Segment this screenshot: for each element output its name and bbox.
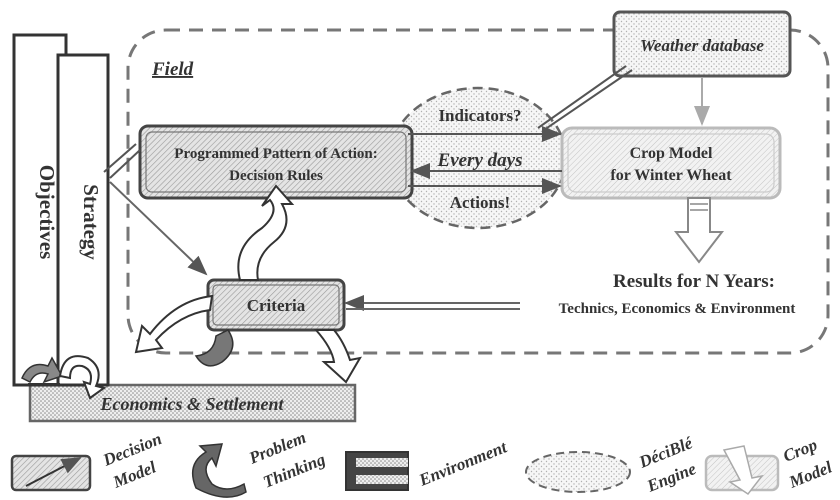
legend-environment-label: Environment <box>415 437 510 490</box>
feedback-circular-arrows <box>21 355 107 400</box>
legend-decision-model-line1: Decision <box>99 429 164 470</box>
criteria-label: Criteria <box>247 296 306 315</box>
results-down-arrow <box>673 197 725 264</box>
weather-database-box <box>612 10 792 78</box>
results-subtitle: Technics, Economics & Environment <box>559 301 796 317</box>
field-boundary <box>126 28 830 355</box>
connector-arrows <box>103 65 710 311</box>
problem-thinking-arrows <box>134 184 362 384</box>
economics-settlement-label: Economics & Settlement <box>100 394 285 414</box>
economics-settlement-bar <box>28 383 357 423</box>
decision-rules-subtitle: Decision Rules <box>229 168 323 184</box>
actions-label: Actions! <box>450 193 510 212</box>
legend-problem-thinking-icon <box>191 443 247 498</box>
crop-model-title: Crop Model <box>630 145 713 162</box>
legend-environment-swatch <box>345 451 409 491</box>
legend: Decision Model Problem Thinking Environm… <box>10 428 835 498</box>
indicators-label: Indicators? <box>438 106 521 125</box>
strategy-label: Strategy <box>79 184 103 260</box>
strategy-pillar <box>56 53 110 387</box>
objectives-label: Objectives <box>35 165 59 259</box>
every-days-label: Every days <box>437 150 523 171</box>
crop-model-subtitle: for Winter Wheat <box>610 167 732 184</box>
field-label: Field <box>151 59 194 80</box>
weather-database-label: Weather database <box>640 36 764 55</box>
results-title: Results for N Years: <box>613 271 775 292</box>
legend-decible-engine-swatch <box>525 451 631 493</box>
decision-rules-title: Programmed Pattern of Action: <box>174 146 377 162</box>
crop-model-box <box>560 126 782 200</box>
legend-crop-model-line1: Crop <box>780 435 820 466</box>
